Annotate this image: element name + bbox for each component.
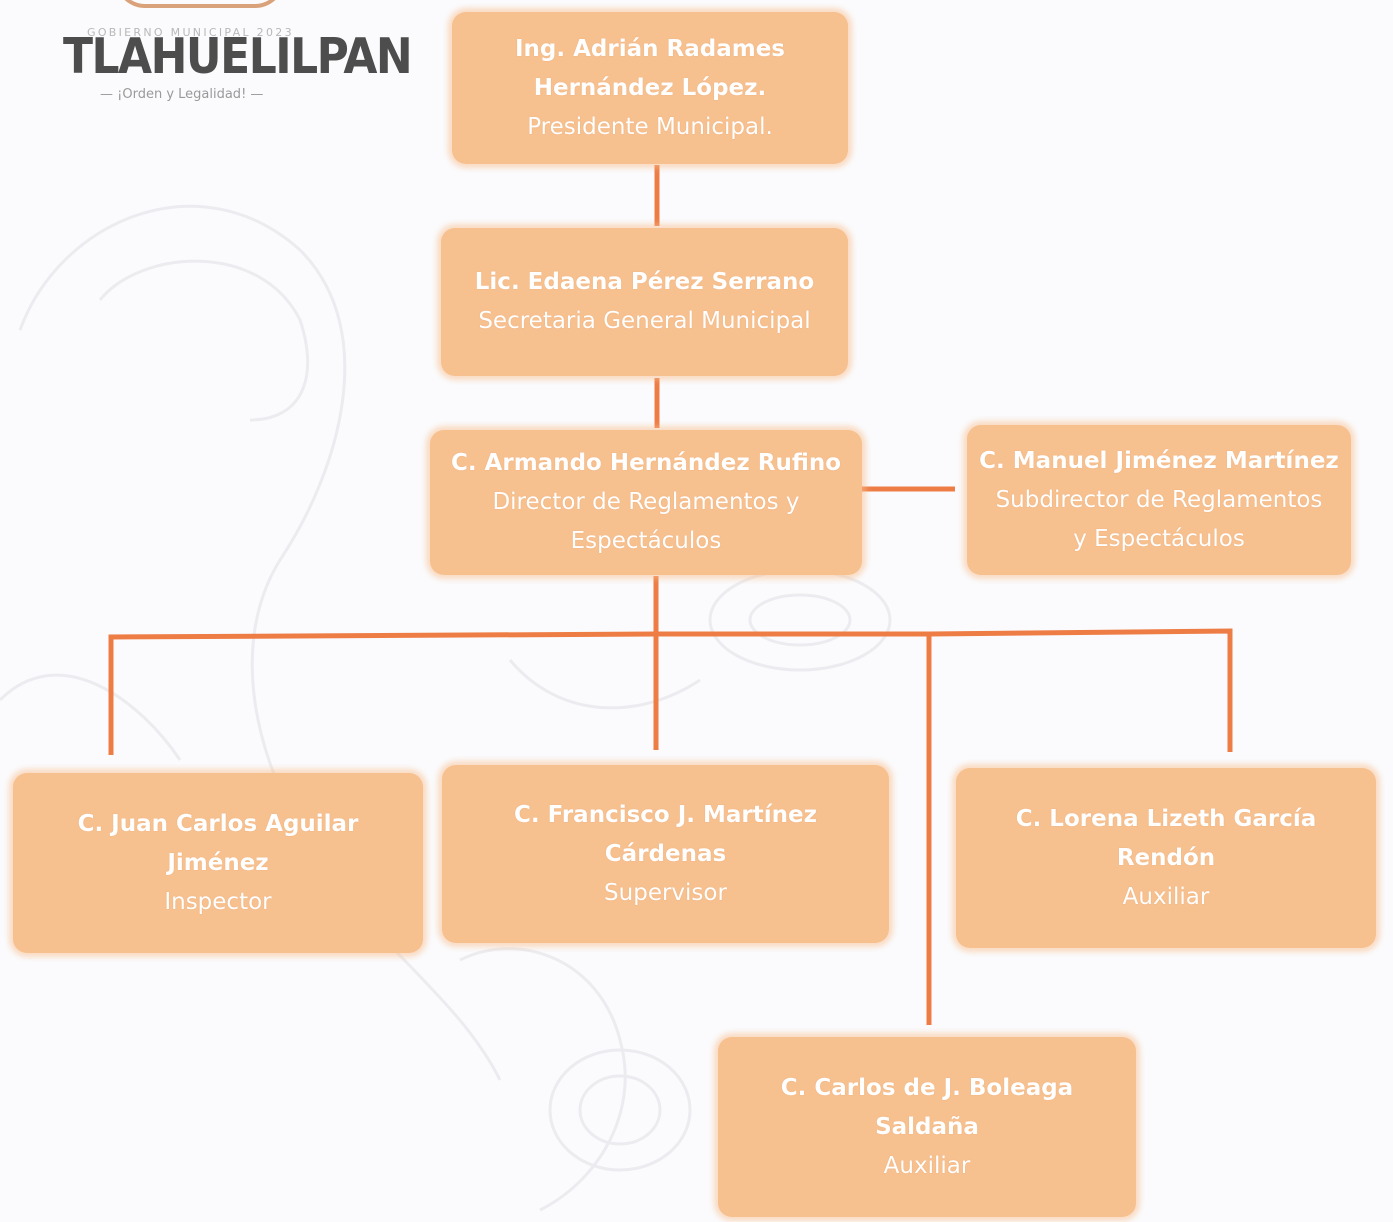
node-president: Ing. Adrián Radames Hernández López. Pre… xyxy=(452,12,848,164)
secretary-role: Secretaria General Municipal xyxy=(478,308,811,334)
auxiliar-2-role: Auxiliar xyxy=(883,1152,971,1179)
node-auxiliar-1: C. Lorena Lizeth García Rendón Auxiliar xyxy=(956,768,1376,948)
director-role-line1: Director de Reglamentos y xyxy=(492,489,800,515)
president-role: Presidente Municipal. xyxy=(527,113,773,140)
director-role-line2: Espectáculos xyxy=(570,528,722,554)
logo-title: TLAHUELILPAN xyxy=(63,28,413,86)
auxiliar-2-name: C. Carlos de J. Boleaga Saldaña xyxy=(780,1074,1074,1140)
inspector-name: C. Juan Carlos Aguilar Jiménez xyxy=(77,810,359,876)
node-director: C. Armando Hernández Rufino Director de … xyxy=(430,430,862,575)
node-subdirector: C. Manuel Jiménez Martínez Subdirector d… xyxy=(967,425,1351,575)
logo-subtitle: GOBIERNO MUNICIPAL 2023 xyxy=(87,26,294,39)
connector-horizontal-bus xyxy=(108,628,1233,755)
node-auxiliar-2: C. Carlos de J. Boleaga Saldaña Auxiliar xyxy=(718,1037,1136,1217)
secretary-name: Lic. Edaena Pérez Serrano xyxy=(474,269,815,295)
president-name-line2: Hernández López. xyxy=(533,74,767,101)
supervisor-role: Supervisor xyxy=(604,879,727,906)
subdirector-role-line2: y Espectáculos xyxy=(1073,525,1245,552)
subdirector-name: C. Manuel Jiménez Martínez xyxy=(979,447,1339,474)
logo-tagline: — ¡Orden y Legalidad! — xyxy=(100,87,264,102)
node-supervisor: C. Francisco J. Martínez Cárdenas Superv… xyxy=(442,765,889,943)
auxiliar-1-name: C. Lorena Lizeth García Rendón xyxy=(1015,805,1317,871)
auxiliar-1-role: Auxiliar xyxy=(1122,883,1210,910)
node-secretary: Lic. Edaena Pérez Serrano Secretaria Gen… xyxy=(441,228,848,376)
supervisor-name: C. Francisco J. Martínez Cárdenas xyxy=(513,801,818,867)
president-name-line1: Ing. Adrián Radames xyxy=(514,35,785,62)
node-inspector: C. Juan Carlos Aguilar Jiménez Inspector xyxy=(13,773,423,953)
inspector-role: Inspector xyxy=(164,888,272,915)
subdirector-role-line1: Subdirector de Reglamentos xyxy=(995,486,1323,513)
director-name: C. Armando Hernández Rufino xyxy=(450,450,842,476)
municipal-logo: GOBIERNO MUNICIPAL 2023 TLAHUELILPAN — ¡… xyxy=(55,0,413,110)
logo-emblem-icon xyxy=(115,0,285,8)
